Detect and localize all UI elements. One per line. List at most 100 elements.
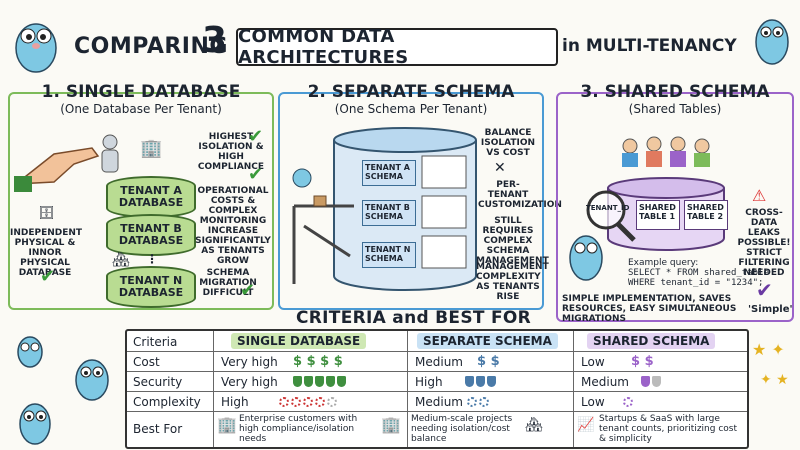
criteria-title: CRITERIA and BEST FOR	[296, 308, 532, 328]
star-icon: ★ ✦	[752, 340, 785, 359]
gopher-mascot-icon	[75, 359, 109, 401]
security-single: Very high	[221, 374, 278, 389]
buildings-icon: 🏘	[112, 252, 130, 268]
col-header-shared: SHARED SCHEMA	[587, 333, 716, 349]
db-label: TENANT N DATABASE	[118, 274, 184, 299]
shared-table-1: SHARED TABLE 1	[636, 200, 680, 230]
col-header-single: SINGLE DATABASE	[231, 333, 367, 349]
panel-title: 2. SEPARATE SCHEMA	[307, 82, 515, 102]
gopher-mascot-icon	[569, 235, 603, 281]
note-migration: SCHEMA MIGRATION DIFFICULT	[199, 268, 257, 298]
column-divider	[407, 331, 408, 447]
note-management: MANAGEMENT COMPLEXITY AS TENANTS RISE	[476, 262, 549, 302]
dollar-icon: $ $	[631, 354, 654, 369]
dollar-icon: $ $ $ $	[293, 354, 343, 369]
office-building-icon: 🏢	[381, 415, 401, 434]
check-icon: ✔	[40, 266, 56, 287]
column-divider	[573, 331, 574, 447]
db-label: TENANT B DATABASE	[118, 222, 184, 247]
cost-single: Very high	[221, 354, 278, 369]
row-divider	[127, 351, 747, 352]
gear-icon	[279, 392, 339, 411]
gopher-mascot-icon	[19, 403, 51, 445]
magnifier-icon	[586, 190, 636, 242]
gopher-mascot-icon	[15, 23, 57, 73]
star-icon: ✦ ★	[760, 372, 789, 388]
tenant-id-label: TENANT_ID	[586, 204, 630, 212]
tenant-n-schema: TENANT N SCHEMA	[362, 242, 416, 268]
conveyor-icon	[292, 168, 354, 284]
complexity-separate: Medium	[415, 394, 463, 409]
warning-icon: ⚠	[752, 186, 767, 205]
query-line-2: WHERE tenant_id = "1234";	[628, 278, 764, 288]
note-operational-costs: OPERATIONAL COSTS & COMPLEX MONITORING I…	[195, 186, 271, 266]
shield-icon	[293, 372, 348, 391]
note-customization: PER-TENANT CUSTOMIZATION	[478, 180, 562, 210]
check-icon: ✔	[248, 164, 264, 185]
title-number: 3	[202, 20, 228, 61]
tenant-n-database: TENANT N DATABASE	[106, 266, 196, 308]
gear-icon	[467, 392, 491, 411]
col-header-separate: SEPARATE SCHEMA	[417, 333, 558, 349]
panel-subtitle: (One Schema Per Tenant)	[334, 102, 488, 116]
buildings-icon: 🏢	[140, 138, 163, 159]
growth-chart-icon: 📈	[577, 417, 595, 433]
database-icon: 🗄	[38, 206, 55, 221]
shelves-icon	[421, 155, 467, 269]
security-shared: Medium	[581, 374, 629, 389]
tools-icon: ✕	[494, 160, 506, 176]
office-building-icon: 🏢	[217, 415, 237, 434]
check-icon: ✔	[248, 126, 264, 147]
shield-icon	[641, 372, 663, 391]
col-header-criteria: Criteria	[133, 335, 178, 349]
shared-table-2: SHARED TABLE 2	[684, 200, 728, 230]
gopher-mascot-icon	[755, 19, 789, 65]
complexity-single: High	[221, 394, 249, 409]
row-divider	[127, 411, 747, 412]
db-label: TENANT A DATABASE	[118, 184, 184, 209]
panel-subtitle: (One Database Per Tenant)	[60, 102, 222, 116]
query-line-1: SELECT * FROM shared_table	[628, 268, 769, 278]
note-cross-data-leak: CROSS-DATA LEAKS POSSIBLE! STRICT FILTER…	[737, 208, 791, 278]
row-label-security: Security	[133, 374, 183, 389]
panel-shared-schema: 3. SHARED SCHEMA (Shared Tables)	[556, 82, 794, 322]
note-simple-implementation: SIMPLE IMPLEMENTATION, SAVES RESOURCES, …	[562, 294, 737, 324]
panel-title: 3. SHARED SCHEMA	[580, 82, 770, 102]
best-for-separate: Medium-scale projects needing isolation/…	[411, 414, 513, 444]
query-label: Example query:	[628, 258, 699, 268]
best-for-single: Enterprise customers with high complianc…	[239, 414, 358, 444]
gear-icon	[623, 392, 635, 411]
hand-placing-tenant-icon	[14, 134, 119, 192]
panel-subtitle: (Shared Tables)	[628, 102, 722, 116]
users-group-icon	[622, 136, 710, 167]
check-icon: ✔	[240, 280, 256, 301]
row-label-best-for: Best For	[133, 422, 183, 436]
complexity-shared: Low	[581, 394, 605, 409]
security-separate: High	[415, 374, 443, 389]
note-isolation: HIGHEST ISOLATION & HIGH COMPLIANCE	[197, 132, 265, 172]
note-independent: INDEPENDENT PHYSICAL & INNOR PHYSICAL DA…	[10, 228, 83, 278]
panel-separate-schema: 2. SEPARATE SCHEMA (One Schema Per Tenan…	[278, 82, 544, 310]
note-balance: BALANCE ISOLATION vs COST	[480, 128, 536, 158]
cost-shared: Low	[581, 354, 605, 369]
row-label-complexity: Complexity	[133, 394, 201, 409]
cost-separate: Medium	[415, 354, 463, 369]
best-for-shared: Startups & SaaS with large tenant counts…	[599, 414, 738, 444]
tenant-b-schema: TENANT B SCHEMA	[362, 200, 416, 226]
title-tail: in MULTI-TENANCY	[562, 36, 737, 56]
row-divider	[127, 391, 747, 392]
simple-tag: 'Simple'	[748, 304, 793, 315]
panel-single-database: 1. SINGLE DATABASE (One Database Per Ten…	[8, 82, 274, 310]
panel-title: 1. SINGLE DATABASE	[41, 82, 241, 102]
column-divider	[213, 331, 214, 447]
row-divider	[127, 371, 747, 372]
ellipsis: ⋮	[146, 252, 158, 266]
row-label-cost: Cost	[133, 354, 160, 369]
note-complex-schema: STILL REQUIRES COMPLEX SCHEMA MANAGEMENT	[476, 216, 549, 266]
houses-icon: 🏘	[525, 417, 543, 433]
check-icon: ✔	[756, 278, 773, 302]
tenant-a-database: TENANT A DATABASE	[106, 176, 196, 218]
dollar-icon: $ $	[477, 354, 500, 369]
title-comparing: COMPARING	[74, 34, 228, 59]
tenant-a-schema: TENANT A SCHEMA	[362, 160, 416, 186]
